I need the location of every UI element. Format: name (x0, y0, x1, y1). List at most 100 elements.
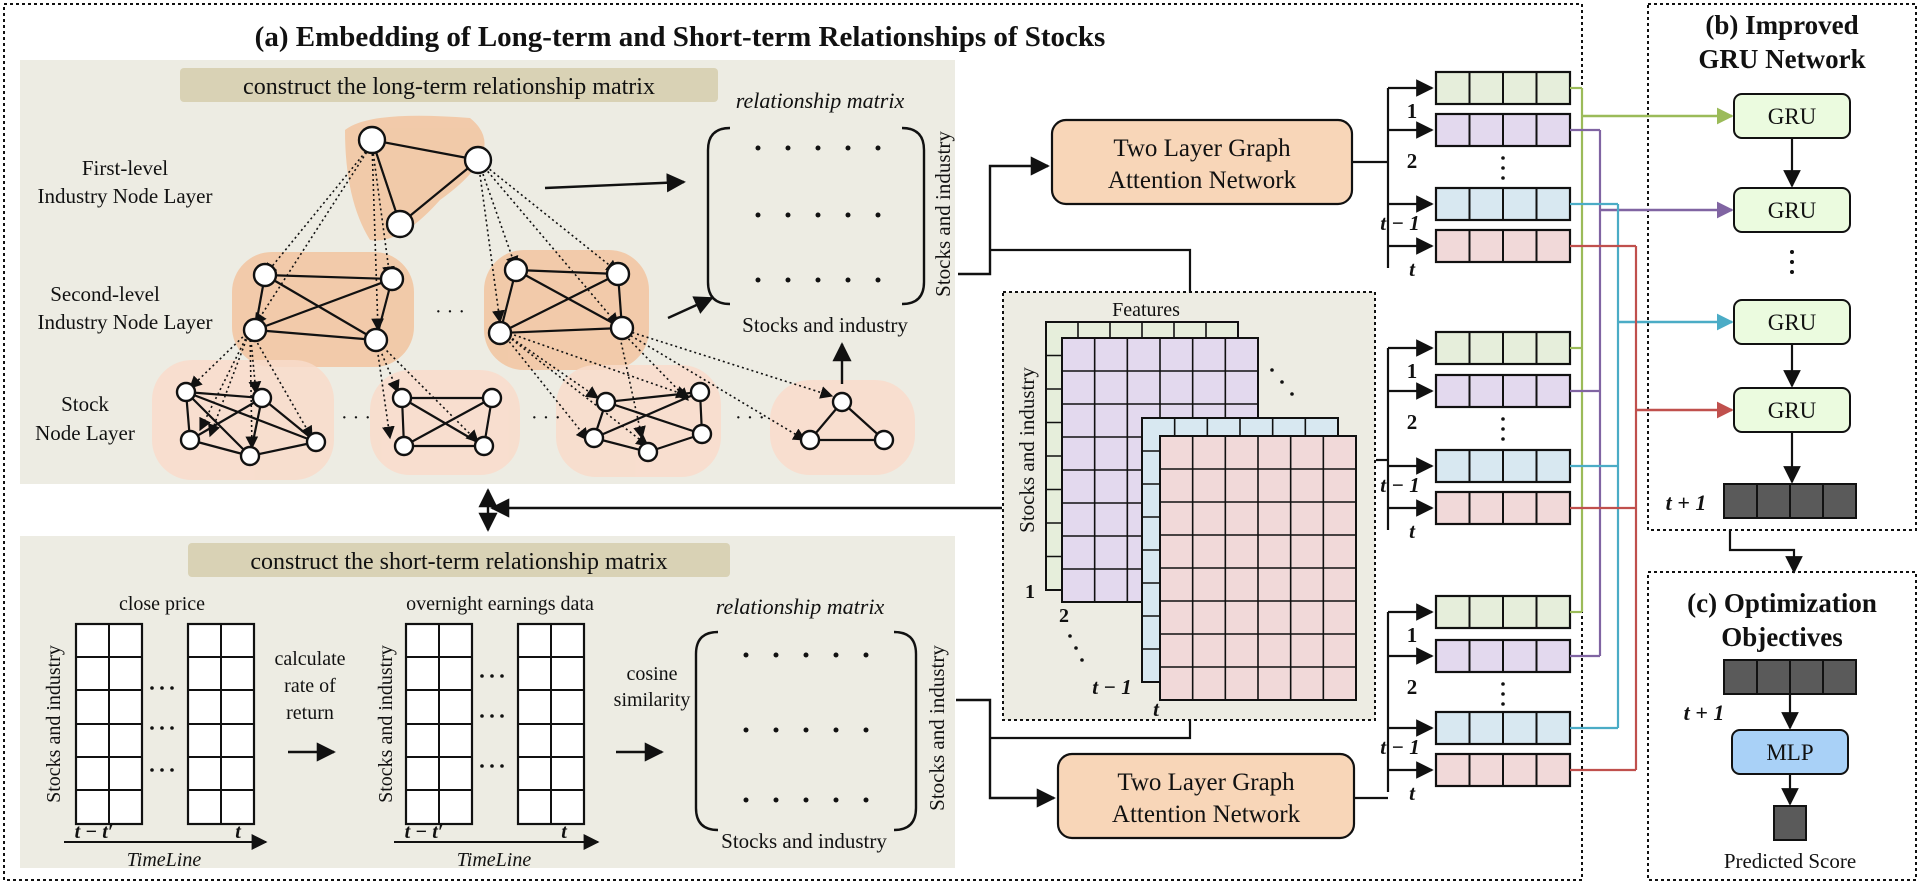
panel-b-title-2: GRU Network (1698, 44, 1865, 74)
arrow-graph-to-matrix-2 (667, 296, 714, 320)
gru-dot (1790, 250, 1794, 254)
panel-b-title-1: (b) Improved (1705, 10, 1858, 40)
layer-second-label-2: Industry Node Layer (38, 310, 213, 334)
sequence-vector (1434, 186, 1572, 222)
seq-dot (1501, 156, 1505, 160)
sequence-vector (1434, 594, 1572, 630)
short-matrix-title: relationship matrix (716, 594, 885, 619)
overnight-grid-ylabel: Stocks and industry (375, 645, 397, 803)
sequence-vector (1434, 710, 1572, 746)
layer-second-label-1: Second-level (50, 282, 160, 306)
features-idx-t: t (1153, 697, 1160, 721)
route-4 (1570, 244, 1734, 772)
sequence-stack-2: 12t − 1t (1376, 330, 1572, 543)
layer-first-label-2: Industry Node Layer (38, 184, 213, 208)
gru-cell-1: GRU (1733, 93, 1851, 139)
link-long-matrix-to-gat (958, 156, 1050, 276)
opt-input-label: t + 1 (1684, 700, 1725, 725)
short-term-banner (188, 543, 730, 577)
panel-c-title-2: Objectives (1721, 622, 1842, 652)
panel-b-frame (1647, 3, 1917, 531)
sequence-vector (1434, 112, 1572, 148)
gru-output-vector (1723, 483, 1857, 519)
gat-top-line1: Two Layer Graph (1113, 135, 1291, 162)
layer-first-label-1: First-level (82, 156, 168, 180)
mlp-label: MLP (1766, 740, 1813, 765)
hierarchy-dotted-links (189, 143, 834, 450)
seq-dot (1501, 166, 1505, 170)
sequence-vector (1434, 373, 1572, 409)
link-features-to-bottom-gat (990, 720, 1192, 740)
gru-cell-4: GRU (1733, 387, 1851, 433)
calc-label-3: return (286, 702, 334, 724)
gru-output-label: t + 1 (1666, 490, 1707, 515)
cosine-label-1: cosine (626, 663, 677, 685)
long-term-banner (180, 68, 718, 102)
gru-cell-label: GRU (1768, 198, 1817, 223)
seq-dot (1501, 417, 1505, 421)
overnight-label: overnight earnings data (406, 593, 594, 615)
arrow-gru-to-optimization (1728, 530, 1803, 574)
routing-lines (1570, 86, 1734, 772)
layer-stock-label-1: Stock (61, 392, 109, 416)
features-idx-2: 2 (1059, 605, 1069, 627)
sequence-stack-3: 1 2 t − 1 t (1354, 594, 1572, 805)
long-term-banner-text: construct the long-term relationship mat… (243, 74, 655, 100)
panel-a-title: (a) Embedding of Long-term and Short-ter… (255, 21, 1106, 53)
gru-cell-label: GRU (1768, 310, 1817, 335)
route-3 (1570, 202, 1734, 730)
arrow-graph-to-matrix-1 (544, 173, 686, 193)
timeline-end-2: t (561, 821, 568, 843)
features-idx-1: 1 (1025, 581, 1035, 603)
sequence-vector (1434, 490, 1572, 526)
calc-label-1: calculate (274, 648, 345, 670)
seq-label-t-minus-1: t − 1 (1380, 473, 1420, 497)
features-title: Features (1112, 299, 1180, 321)
features-ylabel: Stocks and industry (1015, 367, 1039, 533)
short-matrix-left-bracket (694, 630, 719, 832)
link-short-matrix-to-gat (956, 698, 1056, 808)
seq-label-t-minus-1: t − 1 (1380, 735, 1420, 759)
opt-input-vector (1723, 659, 1857, 695)
seq-label-2: 2 (1407, 675, 1418, 699)
seq-dot (1501, 702, 1505, 706)
sequence-vector (1434, 638, 1572, 674)
long-matrix-ylabel: Stocks and industry (931, 131, 955, 297)
graph-solid-edges (184, 138, 885, 458)
ellipsis-stock-3: · · · (735, 407, 765, 429)
timeline-label-1: TimeLine (127, 849, 202, 871)
ellipsis-second-level: · · · (435, 301, 465, 323)
seq-label-t: t (1409, 519, 1416, 543)
sequence-vector (1434, 228, 1572, 264)
panel-c-frame (1647, 571, 1917, 881)
ellipsis-stock-1: · · · (341, 407, 371, 429)
calc-label-2: rate of (284, 675, 336, 697)
timeline-end-1: t (235, 821, 242, 843)
sequence-vector (1434, 448, 1572, 484)
seq-label-1: 1 (1407, 623, 1418, 647)
gat-bottom-line1: Two Layer Graph (1117, 769, 1295, 796)
seq-label-1: 1 (1407, 99, 1418, 123)
sequence-vector (1434, 330, 1572, 366)
timeline-start-1: t − t′ (75, 821, 114, 843)
timeline-label-2: TimeLine (457, 849, 532, 871)
seq-dot (1501, 692, 1505, 696)
sequence-vector (1434, 70, 1572, 106)
gru-cell-label: GRU (1768, 398, 1817, 423)
feature-layer-4 (1159, 435, 1357, 701)
seq-label-t: t (1409, 781, 1416, 805)
seq-dot (1501, 682, 1505, 686)
gru-cell-2: GRU (1733, 187, 1851, 233)
seq-label-t-minus-1: t − 1 (1380, 211, 1420, 235)
seq-dot (1501, 437, 1505, 441)
gat-top-line2: Attention Network (1108, 167, 1297, 194)
sequence-vector (1434, 752, 1572, 788)
short-matrix-ylabel: Stocks and industry (925, 645, 949, 811)
graph-nodes (175, 125, 895, 467)
ellipsis-stock-2: · · · (531, 407, 561, 429)
close-grid-ylabel: Stocks and industry (43, 645, 65, 803)
grid-lines (76, 624, 584, 824)
long-matrix-left-bracket (706, 126, 731, 306)
